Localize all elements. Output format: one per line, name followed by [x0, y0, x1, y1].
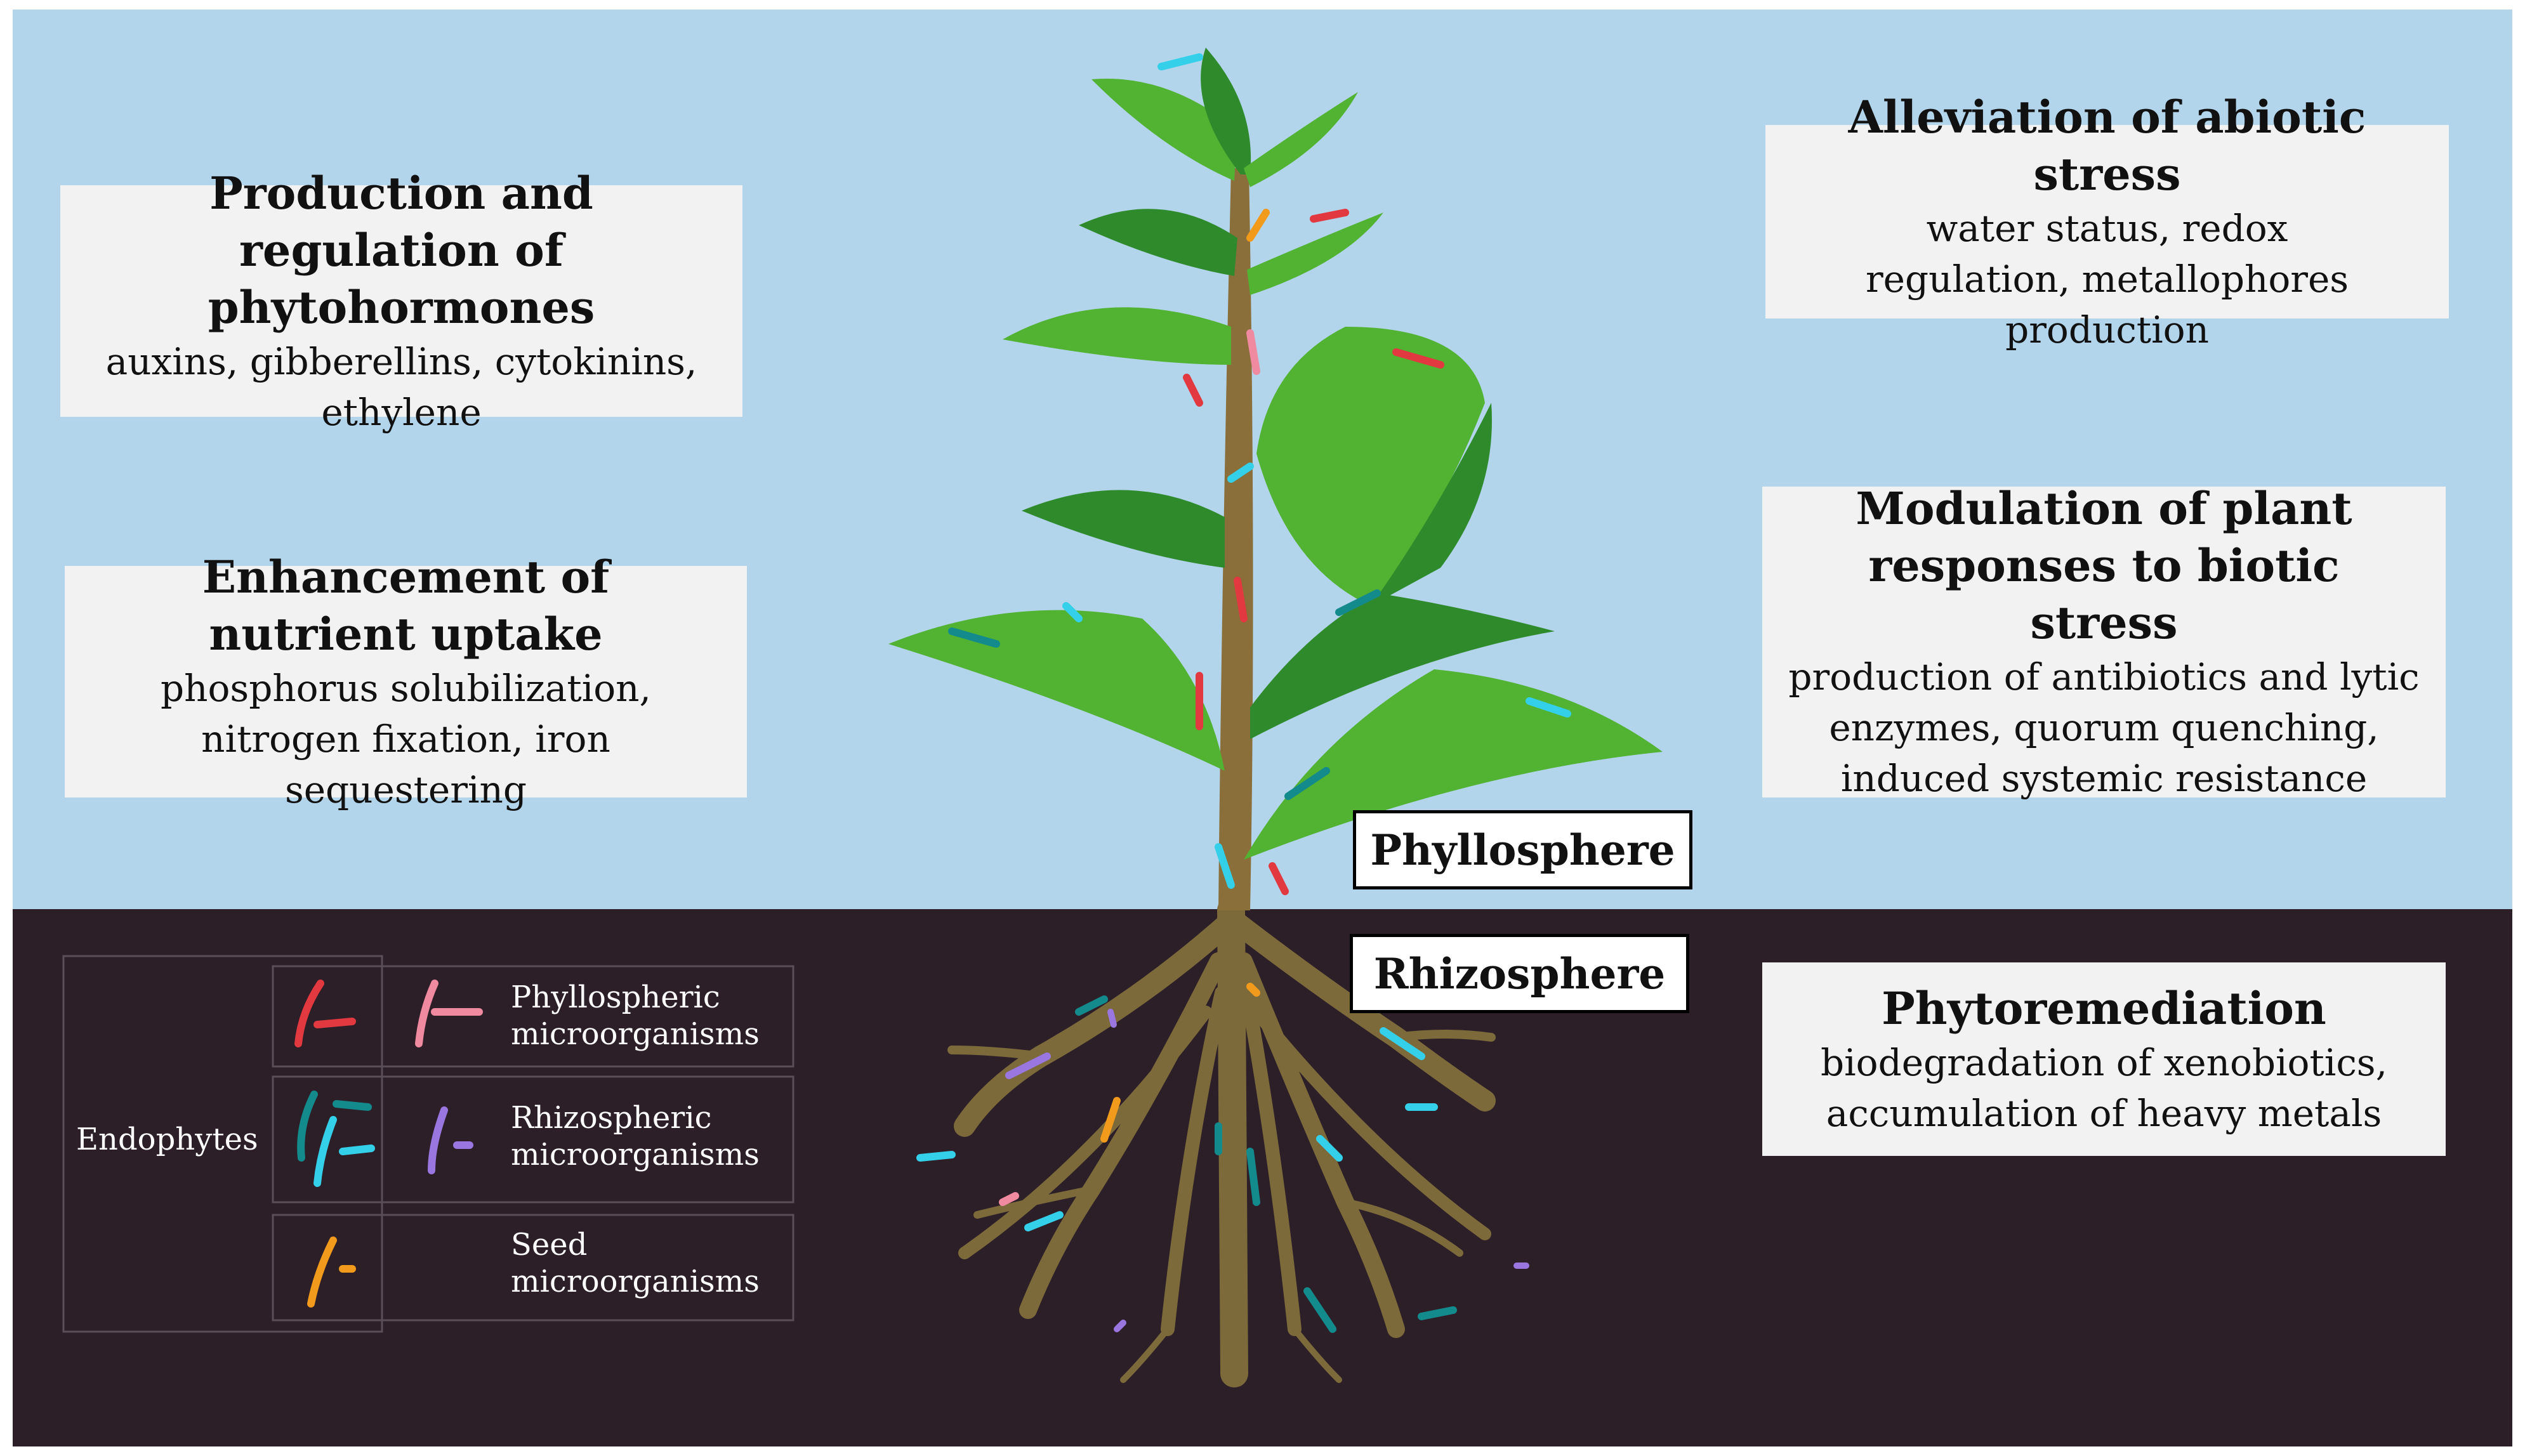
- abiotic-text: water status, redox regulation, metallop…: [1865, 206, 2349, 351]
- legend-item-phyllospheric-label: Phyllospheric microorganisms: [511, 980, 760, 1052]
- phyllosphere-label: Phyllosphere: [1353, 810, 1692, 889]
- abiotic-title: Alleviation of abiotic stress: [1848, 90, 2366, 200]
- abiotic-box: Alleviation of abiotic stress water stat…: [1765, 91, 2449, 351]
- legend-endophytes-label: Endophytes: [76, 1122, 258, 1157]
- seed-microbe-icon: [307, 1236, 356, 1308]
- microbes-plant: [948, 53, 1571, 895]
- legend-frame: [62, 955, 794, 1333]
- nutrient-box: Enhancement of nutrient uptake phosphoru…: [65, 551, 747, 811]
- endophyte-icon-phyllo: [294, 980, 356, 1047]
- legend-item-seed-label: Seed microorganisms: [511, 1227, 760, 1299]
- figure: Production and regulation of phytohormon…: [13, 10, 2512, 1446]
- endophyte-icon-rhizo: [297, 1091, 375, 1187]
- rhizosphere-label: Rhizosphere: [1350, 934, 1689, 1013]
- plant-leaves: [888, 48, 1663, 860]
- biotic-text: production of antibiotics and lytic enzy…: [1788, 655, 2420, 800]
- biotic-box: Modulation of plant responses to biotic …: [1762, 482, 2446, 800]
- phytohormones-title: Production and regulation of phytohormon…: [208, 166, 595, 334]
- microbes-soil: [916, 983, 1529, 1333]
- rhizospheric-microbe-icon: [428, 1106, 473, 1174]
- phytoremediation-box: Phytoremediation biodegradation of xenob…: [1762, 962, 2446, 1156]
- phyllospheric-microbe-icon: [415, 980, 483, 1047]
- biotic-title: Modulation of plant responses to biotic …: [1856, 482, 2352, 649]
- nutrient-text: phosphorus solubilization, nitrogen fixa…: [161, 666, 651, 811]
- phytohormones-box: Production and regulation of phytohormon…: [60, 167, 742, 434]
- nutrient-title: Enhancement of nutrient uptake: [202, 550, 610, 660]
- legend-item-rhizospheric-label: Rhizospheric microorganisms: [511, 1100, 760, 1172]
- phytoremediation-text: biodegradation of xenobiotics, accumulat…: [1820, 1040, 2388, 1135]
- phytoremediation-title: Phytoremediation: [1882, 981, 2326, 1035]
- phytohormones-text: auxins, gibberellins, cytokinins, ethyle…: [105, 339, 697, 434]
